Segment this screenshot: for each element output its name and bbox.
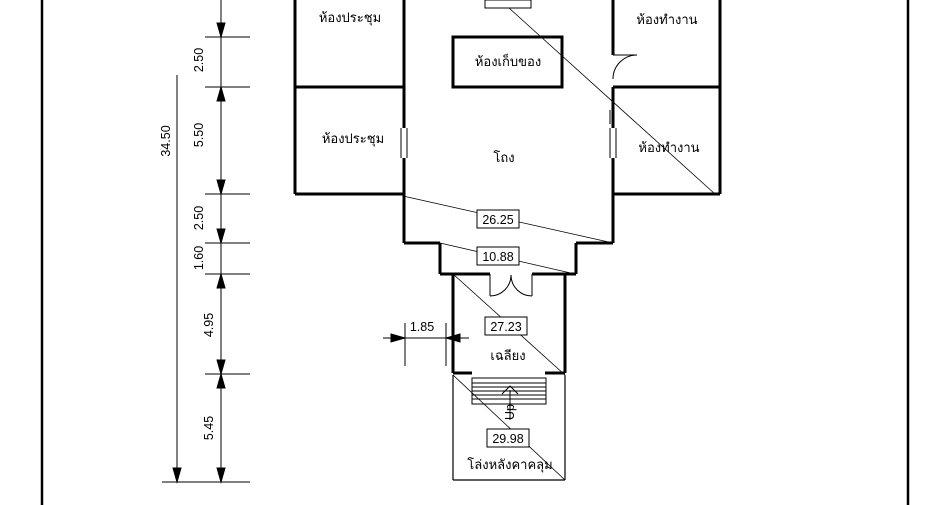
- area-box-yard: [486, 428, 530, 448]
- area-veranda: 27.23: [490, 320, 521, 334]
- drawing-frame: [40, 0, 910, 505]
- window-marks: [400, 110, 617, 158]
- area-box-top: [484, 0, 532, 9]
- room-label-work-top: ห้องทำงาน: [636, 13, 697, 28]
- dim-overall: 34.50: [159, 125, 173, 156]
- dim-offset: 1.85: [410, 320, 434, 334]
- yard-outline: [452, 375, 566, 481]
- walls: [293, 0, 722, 375]
- room-label-storage: ห้องเก็บของ: [475, 52, 541, 70]
- dim-label: 2.50: [192, 48, 206, 72]
- area-entry: 10.88: [482, 250, 513, 264]
- area-box-entry: [476, 246, 520, 266]
- stairs: [471, 377, 547, 420]
- diagonal-reference-lines: [402, 7, 716, 481]
- area-hall: 26.25: [482, 213, 513, 227]
- stair-up-label: Up: [503, 404, 517, 420]
- storage-room: [451, 35, 564, 89]
- area-box-hall: [476, 209, 520, 229]
- offset-dimension: [383, 323, 469, 366]
- room-label-covered-yard: โล่งหลังคาคลุม: [467, 457, 552, 473]
- room-label-work-bottom: ห้องทำงาน: [638, 141, 699, 156]
- room-label-meeting-top: ห้องประชุม: [319, 11, 381, 26]
- dim-label: 5.50: [192, 123, 206, 147]
- room-label-meeting-bottom: ห้องประชุม: [322, 132, 384, 147]
- entry-double-door: [489, 274, 533, 297]
- room-label-veranda: เฉลียง: [490, 348, 525, 364]
- dim-label: 5.45: [202, 416, 216, 440]
- room-label-hall: โถง: [493, 150, 514, 166]
- area-box-veranda: [484, 316, 528, 336]
- area-yard: 29.98: [492, 432, 523, 446]
- vertical-dimension-chain: [162, 0, 250, 484]
- dim-label: 2.50: [192, 206, 206, 230]
- dim-label: 1.60: [192, 246, 206, 270]
- dim-label: 4.95: [202, 313, 216, 337]
- door-swing: [612, 54, 638, 80]
